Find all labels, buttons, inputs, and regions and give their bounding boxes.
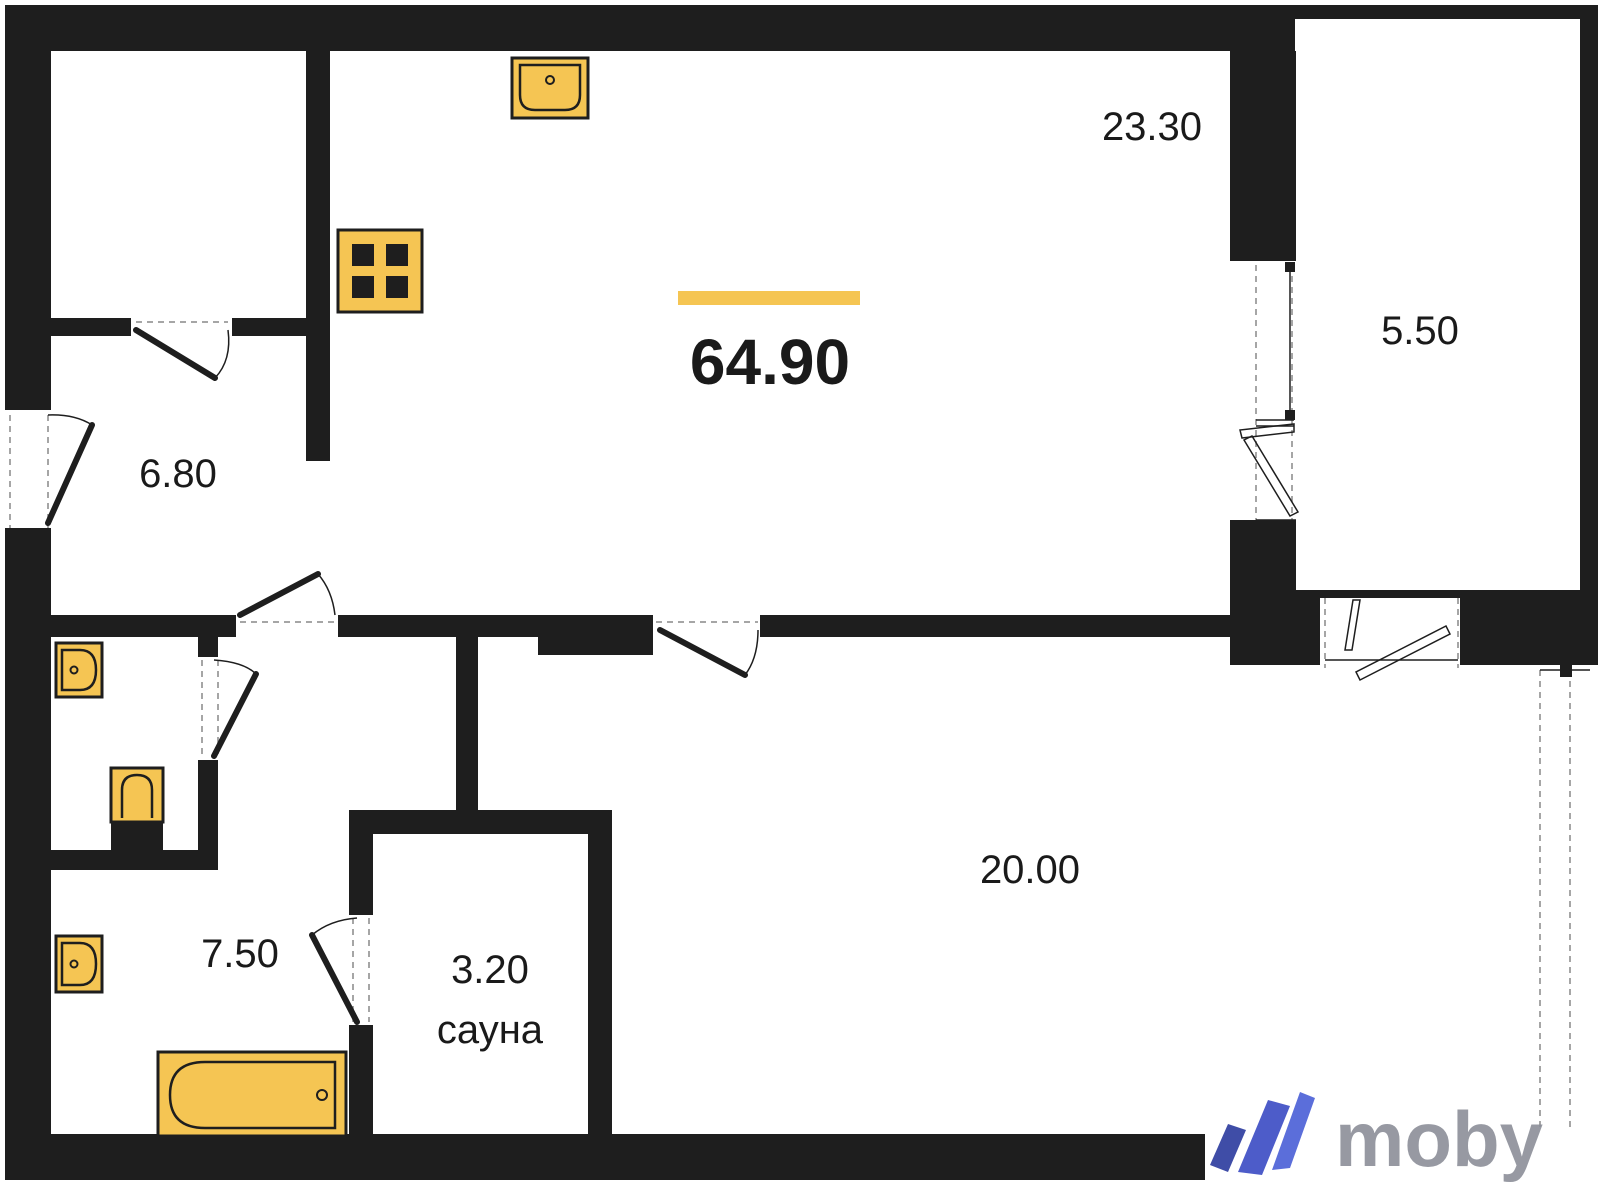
toilet-icon (109, 766, 165, 824)
bathtub-icon (156, 1050, 348, 1138)
wc-sink-icon (54, 641, 104, 699)
walls (5, 5, 1598, 1180)
sauna-area: 3.20 (451, 948, 529, 992)
kitchen-sink-icon (510, 56, 590, 120)
stove-icon (336, 228, 424, 314)
sauna-label: сауна (437, 1008, 544, 1052)
bathroom-sink-icon (54, 934, 104, 994)
hall-area: 6.80 (139, 452, 217, 496)
moby-logo: moby (1210, 1092, 1543, 1183)
total-area: 64.90 (690, 326, 850, 398)
bedroom-area: 20.00 (980, 848, 1080, 892)
total-area-accent-bar (678, 291, 860, 305)
doors (9, 262, 1459, 1025)
bathroom-area: 7.50 (201, 932, 279, 976)
fixtures (54, 56, 590, 1138)
balcony-area: 5.50 (1381, 309, 1459, 353)
balcony-glazing (1539, 665, 1590, 1130)
living-room-area: 23.30 (1102, 105, 1202, 149)
moby-wordmark: moby (1335, 1095, 1543, 1183)
area-labels: 64.90 23.30 5.50 6.80 20.00 7.50 3.20 са… (139, 105, 1459, 1052)
